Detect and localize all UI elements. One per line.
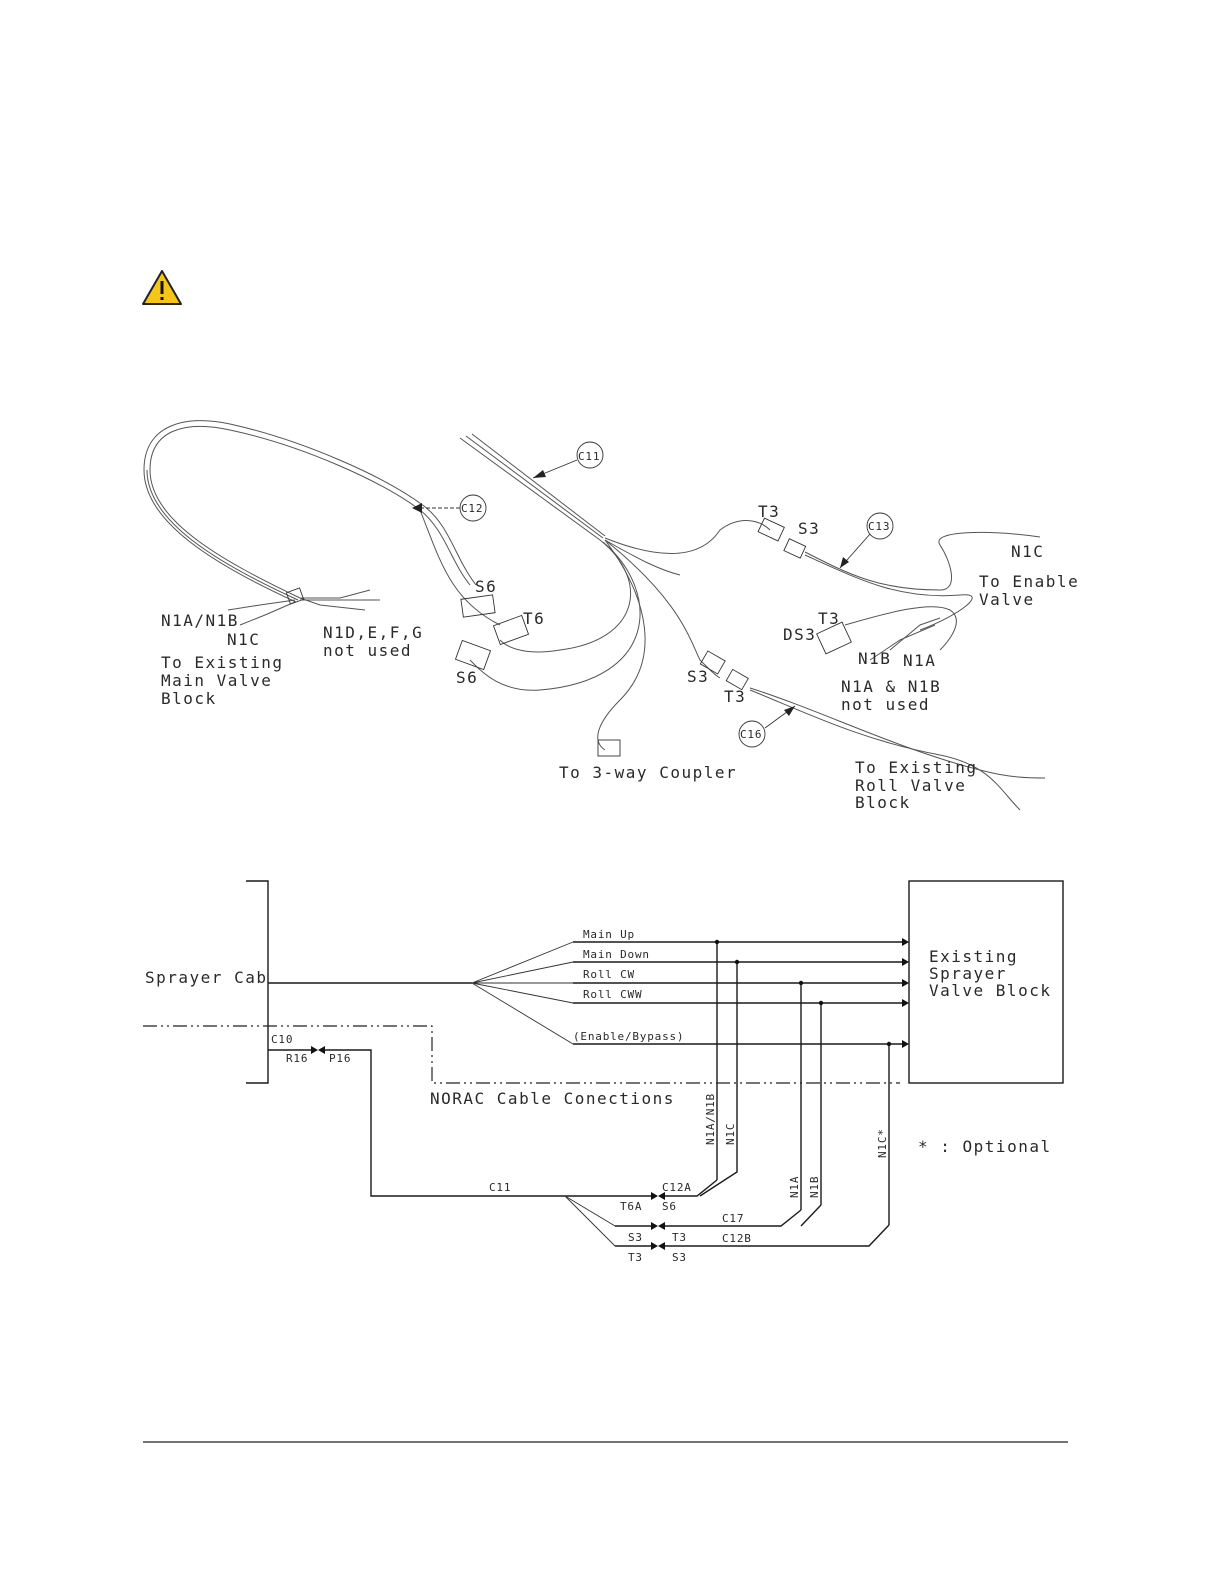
label-norac-connections: NORAC Cable Conections — [430, 1089, 675, 1108]
label-t6: T6 — [523, 609, 545, 628]
label-n1ab-2: not used — [841, 695, 930, 714]
label-s6: S6 — [662, 1200, 677, 1213]
label-main-valve-1: To Existing — [161, 653, 283, 672]
callout-c13: C13 — [868, 520, 890, 533]
label-n1a-vertical: N1A — [788, 1176, 801, 1198]
label-valve-block-3: Valve Block — [929, 981, 1051, 1000]
label-n1b: N1B — [858, 649, 891, 668]
label-n1ab-1: N1A & N1B — [841, 677, 941, 696]
label-n1c-right: N1C — [1011, 542, 1044, 561]
label-main-valve-3: Block — [161, 689, 217, 708]
label-valve-block-2: Sprayer — [929, 964, 1007, 983]
label-c10: C10 — [271, 1033, 293, 1046]
label-c12b: C12B — [722, 1232, 752, 1245]
label-valve-block-1: Existing — [929, 947, 1018, 966]
label-c17: C17 — [722, 1212, 744, 1225]
label-n1c-left: N1C — [227, 630, 260, 649]
label-roll-cw: Roll CW — [583, 968, 635, 981]
callout-c12: C12 — [461, 502, 483, 515]
label-s3-lower: S3 — [687, 667, 709, 686]
label-c12a: C12A — [662, 1181, 692, 1194]
label-enable-1: To Enable — [979, 572, 1079, 591]
label-coupler: To 3-way Coupler — [559, 763, 737, 782]
callout-c11: C11 — [578, 450, 600, 463]
label-s6-bottom: S6 — [456, 668, 478, 687]
label-n1c-vertical: N1C — [724, 1123, 737, 1145]
label-c11: C11 — [489, 1181, 511, 1194]
label-enable-2: Valve — [979, 590, 1035, 609]
label-ds3: DS3 — [783, 625, 816, 644]
label-t3-ds: T3 — [818, 609, 840, 628]
wiring-schematic: Sprayer Cab Existing Sprayer Valve Block… — [143, 880, 1064, 1264]
label-n1d-line2: not used — [323, 641, 412, 660]
label-roll-3: Block — [855, 793, 911, 812]
label-n1b-vertical: N1B — [808, 1176, 821, 1198]
warning-triangle-icon — [142, 270, 182, 305]
label-roll-ccw: Roll CWW — [583, 988, 642, 1001]
label-t3-lower: T3 — [724, 687, 746, 706]
label-optional-legend: * : Optional — [918, 1137, 1052, 1156]
label-sprayer-cab: Sprayer Cab — [145, 968, 267, 987]
harness-illustration: C11 C12 C13 C16 S6 T6 S6 T3 S3 T3 DS3 S3… — [143, 420, 1079, 812]
label-n1c-optional-vertical: N1C* — [876, 1128, 889, 1158]
label-main-valve-2: Main Valve — [161, 671, 272, 690]
label-t3-b: T3 — [628, 1251, 643, 1264]
label-main-down: Main Down — [583, 948, 650, 961]
label-n1a: N1A — [903, 651, 936, 670]
label-main-up: Main Up — [583, 928, 635, 941]
label-s3-b: S3 — [672, 1251, 687, 1264]
label-n1d-line1: N1D,E,F,G — [323, 623, 423, 642]
label-n1a-n1b: N1A/N1B — [161, 611, 239, 630]
label-roll-2: Roll Valve — [855, 776, 966, 795]
label-enable-bypass: (Enable/Bypass) — [573, 1030, 684, 1043]
label-s6-top: S6 — [475, 577, 497, 596]
label-t3-top: T3 — [758, 502, 780, 521]
label-r16: R16 — [286, 1052, 308, 1065]
callout-c16: C16 — [740, 728, 762, 741]
label-t6a: T6A — [620, 1200, 642, 1213]
label-s3-top: S3 — [798, 519, 820, 538]
label-s3-a: S3 — [628, 1231, 643, 1244]
label-n1a-n1b-vertical: N1A/N1B — [704, 1093, 717, 1145]
label-t3-a: T3 — [672, 1231, 687, 1244]
label-roll-1: To Existing — [855, 758, 977, 777]
label-p16: P16 — [329, 1052, 351, 1065]
